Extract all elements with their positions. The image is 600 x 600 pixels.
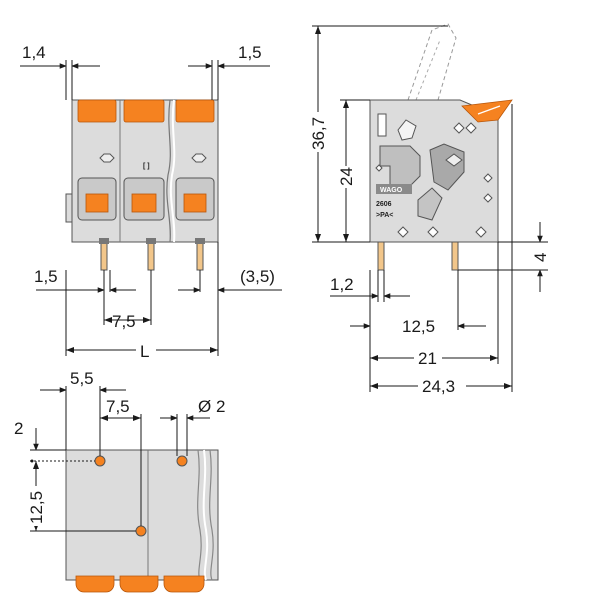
dim-front-pitch: 7,5 [112, 312, 136, 331]
hole-1 [94, 455, 106, 467]
footprint-housing [65, 449, 219, 581]
side-label-brand: WAGO [380, 187, 403, 194]
footprint-lever-1 [75, 575, 115, 593]
dim-side-pin-length: 4 [531, 253, 550, 262]
footprint-lever-2 [119, 575, 159, 593]
dim-side-body-height: 24 [337, 167, 356, 186]
dim-front-length: L [140, 342, 149, 361]
dim-footprint-hole-diameter: Ø 2 [198, 397, 225, 416]
front-view: [ ] 1,4 1,5 [20, 43, 282, 361]
release-tab-2 [131, 193, 157, 213]
dim-footprint-pitch: 7,5 [106, 397, 130, 416]
dim-side-total-depth: 24,3 [422, 377, 455, 396]
hole-2 [135, 525, 147, 537]
side-view: WAGO 2606 >PA< 36,7 24 4 1,2 [309, 23, 550, 396]
dim-side-body-depth: 21 [418, 349, 437, 368]
release-tab-1 [85, 193, 109, 213]
dim-side-pin-spacing: 12,5 [402, 317, 435, 336]
dim-footprint-row-spacing: 12,5 [27, 491, 46, 524]
dim-footprint-offset-x: 5,5 [70, 369, 94, 388]
dim-front-right-bottom: (3,5) [240, 267, 275, 286]
footprint-lever-3 [163, 575, 205, 593]
side-label-series: 2606 [376, 201, 392, 208]
side-label-material: >PA< [376, 212, 393, 219]
dim-footprint-offset-y: 2 [14, 419, 23, 438]
lever-3 [175, 99, 215, 123]
dim-front-left-top: 1,4 [22, 43, 46, 62]
release-tab-3 [183, 193, 207, 213]
dim-front-left-bottom: 1,5 [34, 267, 58, 286]
lever-1 [77, 99, 117, 123]
footprint-view: 5,5 7,5 Ø 2 2 12,5 [14, 369, 225, 593]
dim-side-total-height: 36,7 [309, 117, 328, 150]
svg-text:[ ]: [ ] [143, 163, 150, 170]
dim-side-pin-width: 1,2 [330, 275, 354, 294]
dim-front-right-top: 1,5 [238, 43, 262, 62]
hole-3 [176, 455, 188, 467]
lever-2 [123, 99, 165, 123]
